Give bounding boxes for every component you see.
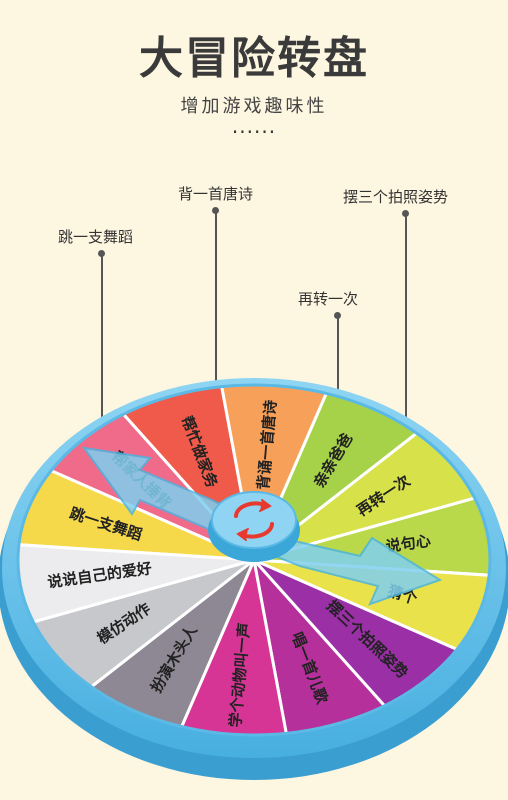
callout-photo-pose-dot [402, 210, 409, 217]
callout-dance-dot [98, 250, 105, 257]
wheel-segment [18, 540, 255, 637]
title-divider-dots: ...... [231, 114, 277, 138]
callout-spin-again-dot [334, 312, 341, 319]
page-subtitle: 增加游戏趣味性 [180, 96, 328, 117]
callout-dance: 跳一支舞蹈 [58, 228, 134, 246]
callout-photo-pose: 摆三个拍照姿势 [343, 188, 449, 206]
spin-arrows-icon [234, 499, 274, 541]
callout-poem: 背一首唐诗 [178, 185, 254, 203]
callout-poem-dot [212, 207, 219, 214]
callout-spin-again: 再转一次 [298, 290, 359, 308]
wheel-face-outline [16, 383, 492, 737]
page-title: 大冒险转盘 [139, 33, 369, 84]
hub-cap[interactable] [211, 491, 297, 549]
callout-dance-line [101, 255, 103, 545]
callout-photo-pose-line [405, 215, 407, 495]
